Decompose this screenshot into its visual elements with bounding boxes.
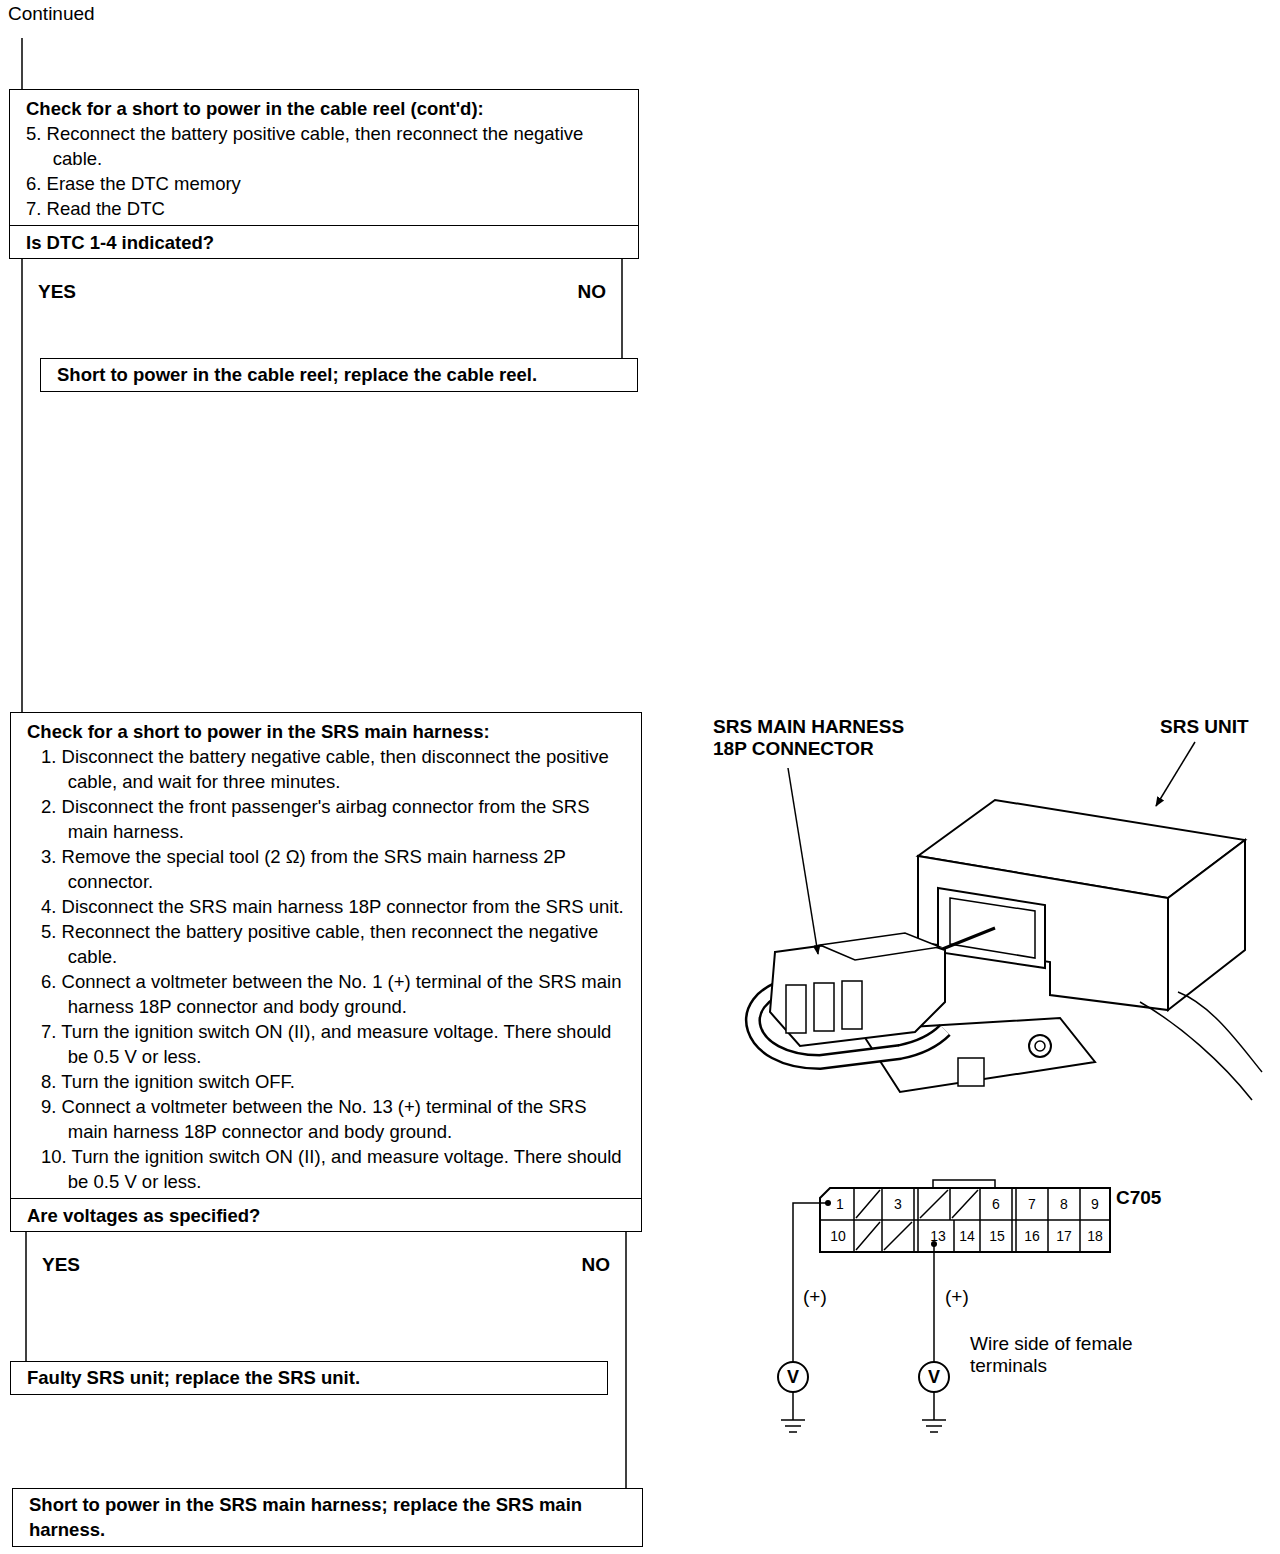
branch-label: NO — [576, 281, 609, 303]
body-contour — [1140, 1002, 1252, 1100]
result-box: Faulty SRS unit; replace the SRS unit. — [10, 1361, 608, 1395]
view-note: Wire side of female terminals — [970, 1333, 1175, 1377]
pin-number: 16 — [1015, 1227, 1049, 1245]
bolt — [1029, 1035, 1051, 1057]
pin-number: 7 — [1015, 1195, 1049, 1213]
body-contour — [1178, 992, 1262, 1072]
step-text: 5. Reconnect the battery positive cable,… — [10, 121, 638, 171]
step-text: 8. Turn the ignition switch OFF. — [11, 1069, 641, 1094]
branch-label: NO — [580, 1254, 613, 1276]
step-text: 6. Connect a voltmeter between the No. 1… — [11, 969, 641, 1019]
leader-line — [788, 768, 818, 954]
meter-letter: V — [776, 1366, 810, 1388]
connector-row — [820, 1219, 1110, 1221]
pin-number: 8 — [1047, 1195, 1081, 1213]
bolt-head — [1035, 1041, 1045, 1051]
pin-number: 3 — [881, 1195, 915, 1213]
connector-tab — [933, 1180, 995, 1188]
polarity-mark: (+) — [803, 1286, 843, 1308]
box-heading: Check for a short to power in the SRS ma… — [11, 713, 641, 744]
ground-symbol — [781, 1392, 805, 1432]
pin-number: 6 — [979, 1195, 1013, 1213]
page-note: Continued — [8, 3, 128, 25]
cell-divider — [854, 1188, 1080, 1252]
step-text: 4. Disconnect the SRS main harness 18P c… — [11, 894, 641, 919]
process-box: Check for a short to power in the cable … — [9, 89, 639, 259]
question-text: Is DTC 1-4 indicated? — [10, 225, 638, 258]
pin-number: 17 — [1047, 1227, 1081, 1245]
result-text: Short to power in the cable reel; replac… — [41, 359, 637, 391]
pin-number: 1 — [823, 1195, 857, 1213]
flow-line — [21, 259, 23, 712]
connector-id: C705 — [1116, 1187, 1176, 1209]
question-text: Are voltages as specified? — [11, 1198, 641, 1231]
step-text: 1. Disconnect the battery negative cable… — [11, 744, 641, 794]
step-text: 9. Connect a voltmeter between the No. 1… — [11, 1094, 641, 1144]
probe-wire — [933, 1244, 935, 1362]
step-text: 7. Read the DTC — [10, 196, 638, 221]
unit-side — [1168, 840, 1245, 1010]
step-text: 2. Disconnect the front passenger's airb… — [11, 794, 641, 844]
step-text: 7. Turn the ignition switch ON (II), and… — [11, 1019, 641, 1069]
step-text: 5. Reconnect the battery positive cable,… — [11, 919, 641, 969]
process-box: Check for a short to power in the SRS ma… — [10, 712, 642, 1232]
connector-outline — [820, 1188, 1110, 1252]
pin-number: 10 — [821, 1227, 855, 1245]
meter-letter: V — [917, 1366, 951, 1388]
result-box: Short to power in the cable reel; replac… — [40, 358, 638, 392]
part-name: SRS MAIN HARNESS 18P CONNECTOR — [713, 716, 931, 760]
plug-cell — [786, 985, 806, 1033]
step-text: 3. Remove the special tool (2 Ω) from th… — [11, 844, 641, 894]
polarity-mark: (+) — [945, 1286, 985, 1308]
plug-top — [820, 933, 940, 960]
box-heading: Check for a short to power in the cable … — [10, 90, 638, 121]
result-text: Short to power in the SRS main harness; … — [13, 1489, 642, 1546]
plug-cell — [814, 983, 834, 1031]
step-text: 10. Turn the ignition switch ON (II), an… — [11, 1144, 641, 1194]
part-name: SRS UNIT — [1160, 716, 1275, 738]
pin-number: 9 — [1078, 1195, 1112, 1213]
pin-number: 18 — [1078, 1227, 1112, 1245]
ground-symbol — [922, 1392, 946, 1432]
branch-label: YES — [40, 1254, 82, 1276]
pin-number: 15 — [980, 1227, 1014, 1245]
plug-cell — [842, 981, 862, 1029]
unit-front — [918, 856, 1168, 1010]
pin-number: 13 — [921, 1227, 955, 1245]
result-text: Faulty SRS unit; replace the SRS unit. — [11, 1362, 607, 1394]
flow-line — [625, 1232, 627, 1488]
branch-label: YES — [36, 281, 78, 303]
flow-line — [25, 1232, 27, 1361]
flow-line — [21, 38, 23, 89]
pin-number: 14 — [950, 1227, 984, 1245]
leader-line — [1156, 742, 1195, 806]
step-text: 6. Erase the DTC memory — [10, 171, 638, 196]
probe-wire — [793, 1203, 828, 1362]
small-connector — [958, 1058, 984, 1086]
result-box: Short to power in the SRS main harness; … — [12, 1488, 643, 1547]
flow-line — [621, 259, 623, 358]
